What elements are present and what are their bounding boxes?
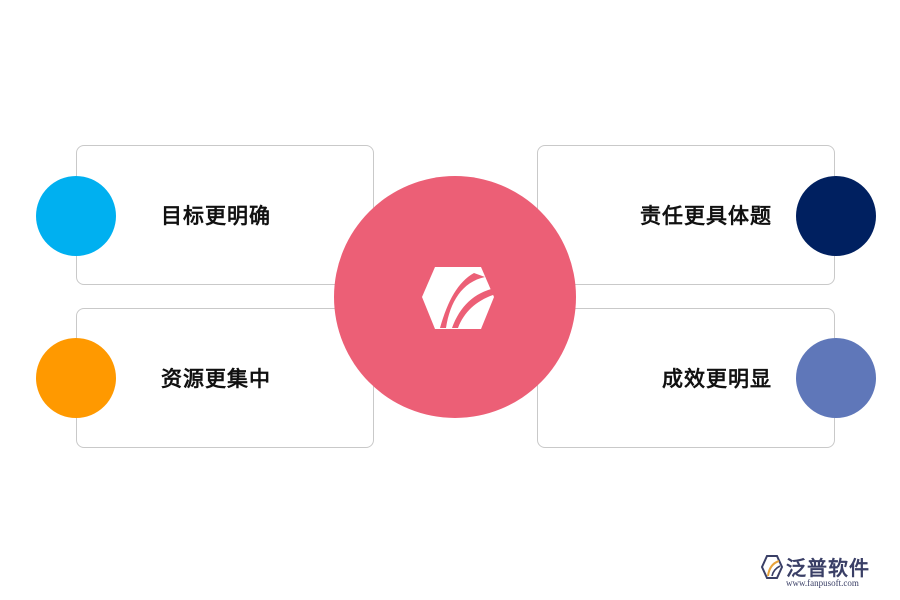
- center-circle: [334, 176, 576, 418]
- brand-url: www.fanpusoft.com: [786, 578, 859, 588]
- card-resources-label: 资源更集中: [161, 367, 271, 391]
- fanpu-logo-icon: [760, 555, 784, 579]
- hexagon-leaf-logo-icon: [422, 267, 495, 329]
- brand-watermark: 泛普软件 www.fanpusoft.com: [760, 552, 890, 592]
- card-results: 成效更明显: [537, 308, 835, 448]
- card-results-label: 成效更明显: [662, 367, 772, 391]
- dot-responsibility: [796, 176, 876, 256]
- dot-goal: [36, 176, 116, 256]
- card-goal: 目标更明确: [76, 145, 374, 285]
- card-responsibility-label: 责任更具体题: [640, 204, 772, 228]
- brand-name: 泛普软件: [786, 556, 870, 580]
- card-goal-label: 目标更明确: [161, 204, 271, 228]
- card-resources: 资源更集中: [76, 308, 374, 448]
- card-responsibility: 责任更具体题: [537, 145, 835, 285]
- dot-resources: [36, 338, 116, 418]
- dot-results: [796, 338, 876, 418]
